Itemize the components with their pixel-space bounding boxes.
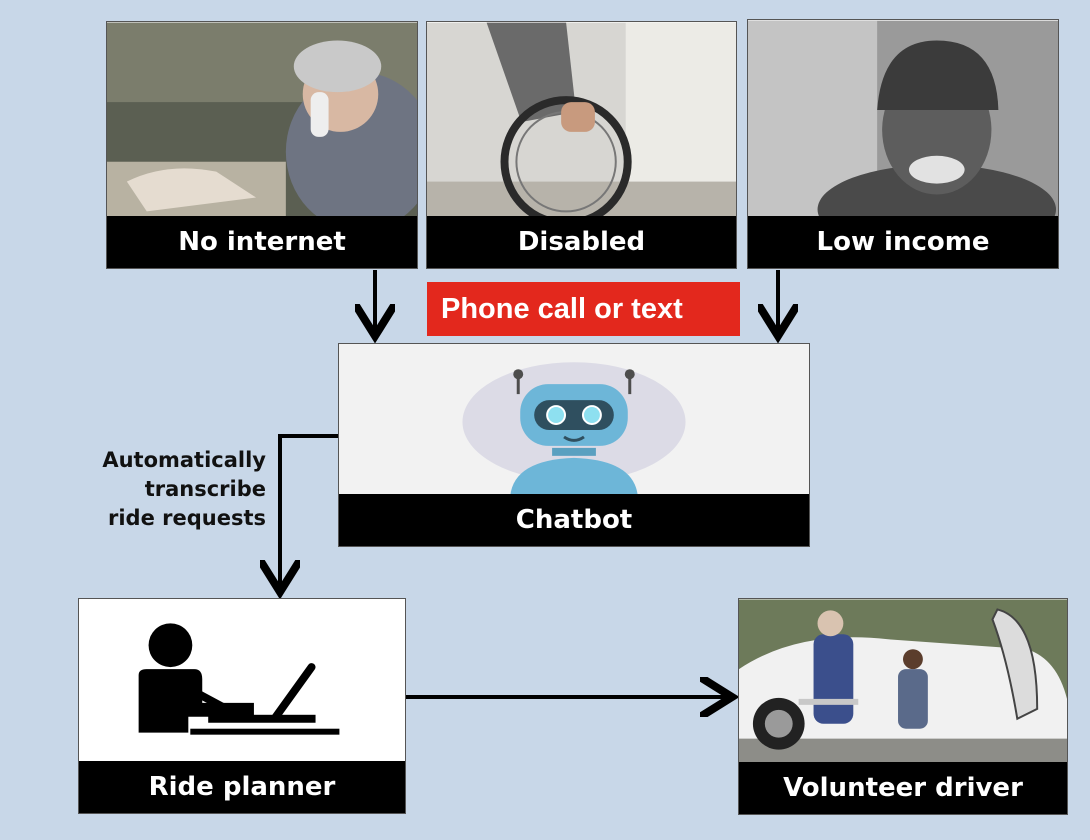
no-internet-card: No internet <box>106 21 418 269</box>
transcribe-caption-line-1: Automatically <box>102 448 266 472</box>
person-laptop-icon <box>79 599 405 763</box>
ride-planner-label: Ride planner <box>79 761 405 813</box>
low-income-card: Low income <box>747 19 1059 269</box>
transcribe-caption-line-2: transcribe <box>144 477 266 501</box>
elderly-man-photo <box>748 20 1058 218</box>
elderly-woman-phone-photo <box>107 22 417 218</box>
disabled-label: Disabled <box>427 216 736 268</box>
transcribe-caption: Automatically transcribe ride requests <box>40 446 266 533</box>
chatbot-card: Chatbot <box>338 343 810 547</box>
volunteer-driver-photo <box>739 599 1067 764</box>
transcribe-caption-line-3: ride requests <box>107 506 266 530</box>
chatbot-label: Chatbot <box>339 494 809 546</box>
ride-planner-card: Ride planner <box>78 598 406 814</box>
channel-label: Phone call or text <box>427 282 740 336</box>
arrow-chatbot-to-ride-planner <box>280 434 338 588</box>
no-internet-label: No internet <box>107 216 417 268</box>
low-income-label: Low income <box>748 216 1058 268</box>
volunteer-driver-label: Volunteer driver <box>739 762 1067 814</box>
wheelchair-photo <box>427 22 736 218</box>
disabled-card: Disabled <box>426 21 737 269</box>
robot-icon <box>339 344 809 496</box>
volunteer-driver-card: Volunteer driver <box>738 598 1068 815</box>
